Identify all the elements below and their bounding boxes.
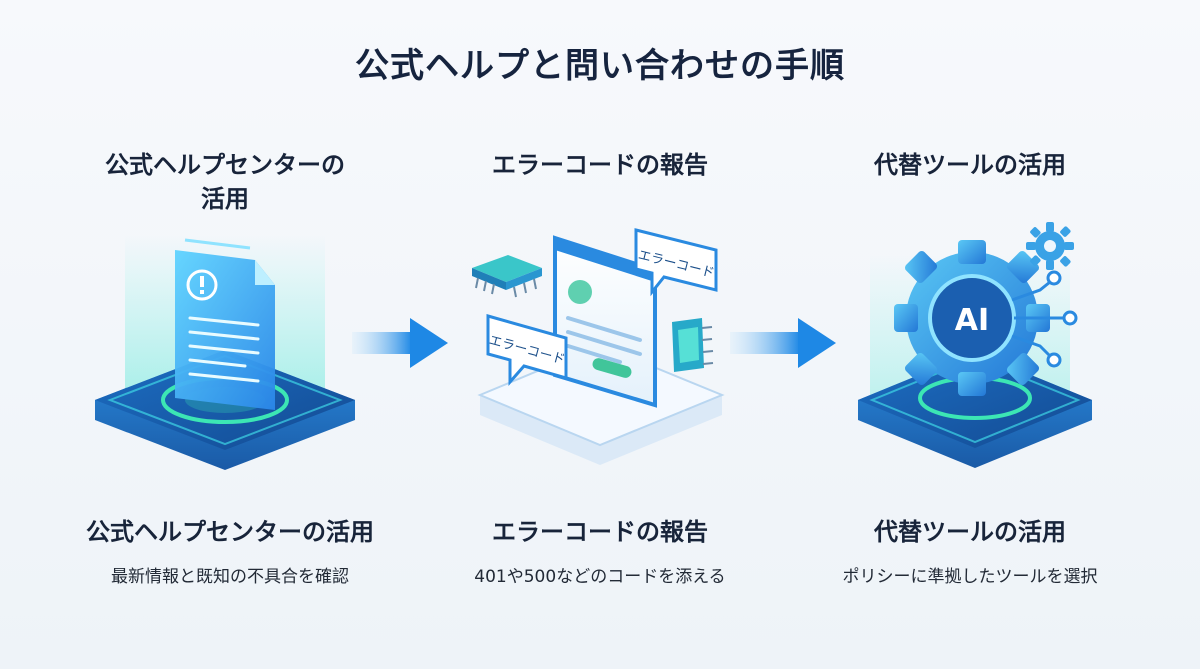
chip-icon: [472, 255, 542, 298]
step-3-description: ポリシーに準拠したツールを選択: [842, 567, 1098, 587]
gear-ai-icon: AI: [894, 240, 1078, 396]
step-2-heading: エラーコードの報告: [430, 148, 770, 182]
browser-window-icon: [553, 235, 657, 408]
step-1-heading-line1: 公式ヘルプセンターの: [105, 151, 345, 179]
step-1-description: 最新情報と既知の不具合を確認: [111, 567, 349, 587]
step-1-heading: 公式ヘルプセンターの 活用: [60, 148, 390, 216]
step-2-heading-line1: エラーコードの報告: [492, 151, 708, 179]
step-3-heading: 代替ツールの活用: [800, 148, 1140, 182]
error-code-bubble-top: エラーコード: [634, 228, 718, 297]
step-3-illustration: AI: [858, 222, 1092, 468]
small-gear-icon: [1026, 222, 1074, 270]
chip-icon: [672, 318, 714, 372]
arrow-right-icon: [730, 318, 836, 368]
page-title: 公式ヘルプと問い合わせの手順: [355, 46, 845, 86]
ai-badge-text: AI: [955, 303, 989, 338]
step-2-sub-heading: エラーコードの報告: [492, 518, 708, 546]
step-3-heading-line1: 代替ツールの活用: [874, 151, 1066, 179]
arrow-right-icon: [352, 318, 448, 368]
step-1-heading-line2: 活用: [201, 185, 249, 213]
step-1-sub-heading: 公式ヘルプセンターの活用: [86, 518, 374, 546]
step-1-illustration: [95, 235, 355, 470]
step-2-description: 401や500などのコードを添える: [474, 567, 726, 587]
document-alert-icon: [175, 238, 275, 410]
step-3-sub-heading: 代替ツールの活用: [874, 518, 1066, 546]
step-2-illustration: エラーコード エラーコード: [472, 228, 725, 465]
